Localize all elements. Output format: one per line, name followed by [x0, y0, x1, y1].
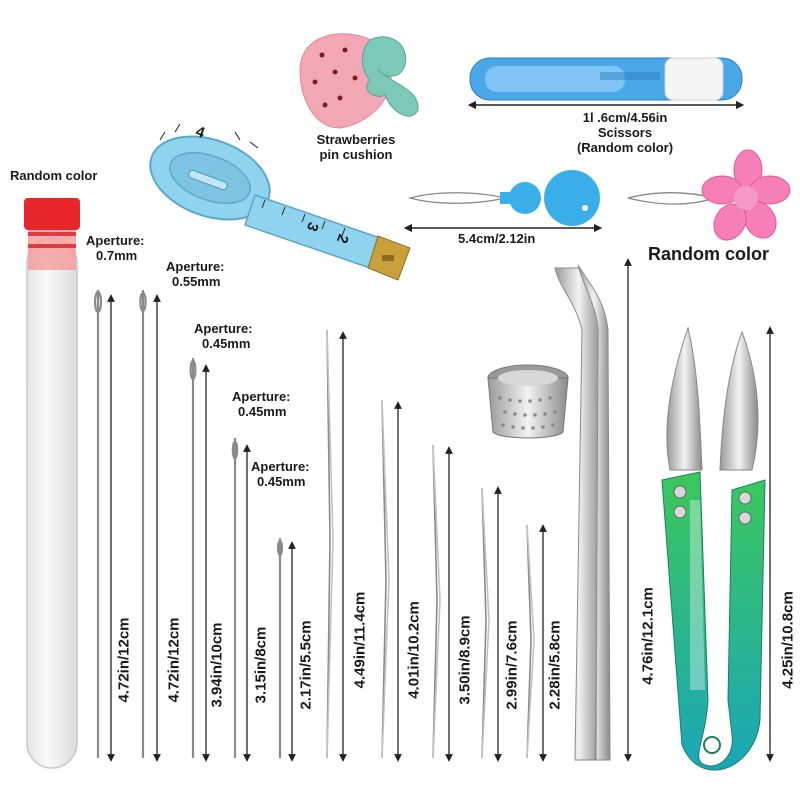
aperture-value: 0.45mm	[238, 403, 287, 419]
aperture-caption: Aperture:	[86, 233, 145, 248]
measurement-label: 4.72in/12cm	[165, 617, 183, 703]
thimble	[487, 364, 569, 439]
measurement-label: 3.15in/8cm	[252, 626, 270, 704]
strawberry-label-line2: pin cushion	[319, 146, 393, 162]
measurement-label: 4.01in/10.2cm	[405, 601, 423, 699]
aperture-caption: Aperture:	[194, 321, 253, 336]
tweezers	[554, 264, 611, 761]
small-scissors-size: 1l .6cm/4.56in	[582, 110, 668, 125]
needle-threader	[407, 170, 600, 226]
measurement-label: 4.76in/12.1cm	[639, 587, 657, 685]
aperture-label-4: Aperture: 0.45mm	[232, 389, 291, 420]
aperture-label-1: Aperture: 0.7mm	[86, 233, 145, 264]
small-scissors-color: (Random color)	[576, 139, 674, 155]
tape-measure	[149, 123, 411, 281]
needle-dimension-arrows	[107, 258, 774, 762]
measurement-label: 2.99in/7.6cm	[503, 620, 521, 710]
aperture-caption: Aperture:	[251, 459, 310, 474]
aperture-label-3: Aperture: 0.45mm	[194, 321, 253, 352]
measurement-label: 4.49in/11.4cm	[351, 591, 369, 689]
measurement-label: 2.28in/5.8cm	[546, 620, 564, 710]
aperture-label-5: Aperture: 0.45mm	[251, 459, 310, 490]
thread-snips	[661, 326, 766, 771]
strawberry-label-line1: Strawberries	[316, 132, 396, 147]
strawberry-label: Strawberries pin cushion	[296, 132, 416, 163]
strawberry-pin-cushion	[299, 33, 419, 129]
measurement-label: 4.25in/10.8cm	[779, 591, 797, 689]
aperture-caption: Aperture:	[166, 259, 225, 274]
small-scissors-name: Scissors	[597, 124, 653, 140]
aperture-value: 0.7mm	[96, 247, 138, 263]
measurement-label: 4.72in/12cm	[115, 617, 133, 703]
flower-threader	[627, 149, 791, 241]
measurement-label: 3.50in/8.9cm	[456, 615, 474, 705]
aperture-caption: Aperture:	[232, 389, 291, 404]
tube-color-label: Random color	[10, 168, 98, 183]
needle-tube	[24, 198, 80, 769]
measurement-label: 3.94in/10cm	[208, 622, 226, 708]
darning-needles	[93, 290, 284, 758]
threader-size-label: 5.4cm/2.12in	[458, 231, 536, 246]
aperture-label-2: Aperture: 0.55mm	[166, 259, 225, 290]
aperture-value: 0.45mm	[202, 335, 251, 351]
beading-needles	[326, 329, 535, 759]
measurement-label: 2.17in/5.5cm	[297, 620, 315, 710]
flower-color-label: Random color	[648, 244, 770, 264]
aperture-value: 0.55mm	[172, 273, 221, 289]
small-scissors	[469, 57, 743, 101]
aperture-value: 0.45mm	[257, 473, 306, 489]
small-scissors-label: 1l .6cm/4.56in Scissors (Random color)	[540, 110, 710, 156]
